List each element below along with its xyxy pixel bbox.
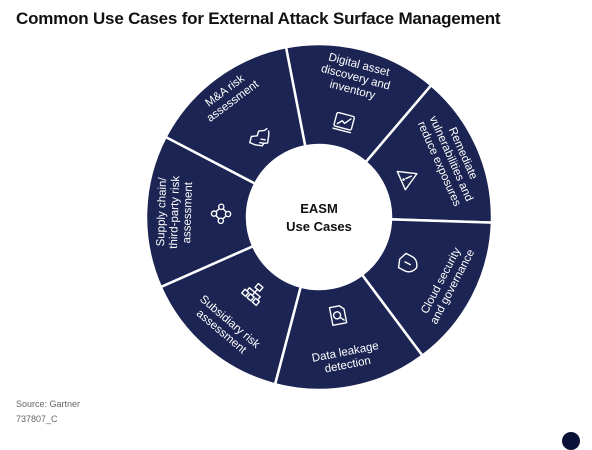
corner-badge xyxy=(562,432,580,450)
segment-label-6: Supply chain/third-party riskassessment xyxy=(155,175,195,249)
network-nodes-icon xyxy=(210,203,232,225)
center-label-line1: EASM xyxy=(300,201,338,216)
center-label-line2: Use Cases xyxy=(286,219,352,234)
handshake-icon xyxy=(249,127,270,147)
org-hierarchy-icon xyxy=(241,282,264,307)
center-circle xyxy=(247,145,391,289)
chart-title: Common Use Cases for External Attack Sur… xyxy=(16,9,501,28)
shield-icon xyxy=(397,252,418,273)
warning-triangle-icon xyxy=(396,170,418,191)
document-magnifier-icon xyxy=(328,305,348,327)
line-chart-icon xyxy=(332,111,355,134)
source-note: Source: Gartner xyxy=(16,399,81,409)
figure-code: 737807_C xyxy=(16,414,58,424)
